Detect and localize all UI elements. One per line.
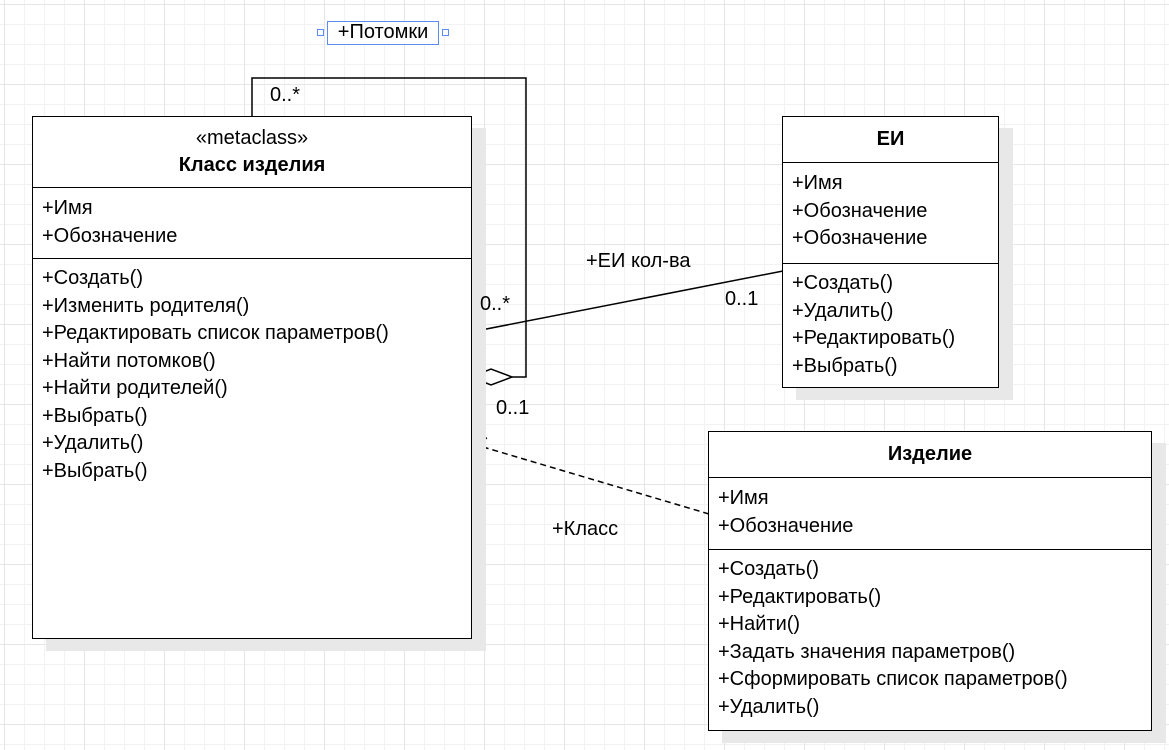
dependency-line[interactable] [472,443,710,515]
operation: +Изменить родителя() [42,294,250,317]
operation: +Найти потомков() [42,349,216,372]
operation: +Удалить() [792,299,894,322]
attribute: +Имя [42,197,93,219]
class-name: Класс изделия [178,154,326,176]
attribute: +Обозначение [718,514,854,537]
operation: +Создать() [718,558,820,580]
selection-handle-left[interactable] [317,29,324,36]
class-operations: +Создать() +Редактировать() +Найти() +За… [709,550,1151,721]
operation: +Удалить() [42,432,144,454]
operation: +Создать() [42,267,144,289]
class-product[interactable]: Изделие +Имя +Обозначение +Создать() +Ре… [708,431,1152,731]
class-header: «metaclass» Класс изделия [33,117,471,188]
role-label-text: +Потомки [337,21,429,43]
class-header: ЕИ [783,117,998,163]
multiplicity-label: 0..* [480,293,511,315]
class-name: ЕИ [876,127,905,150]
multiplicity-label: 0..1 [496,397,530,419]
class-stereotype: «metaclass» [195,126,309,149]
aggregation-diamond [468,368,515,386]
class-operations: +Создать() +Изменить родителя() +Редакти… [33,259,471,485]
attribute: +Имя [718,487,769,509]
attribute: +Обозначение [792,227,928,249]
attribute: +Имя [792,172,843,194]
multiplicity-label: 0..* [270,84,301,106]
operation: +Выбрать() [42,459,148,482]
operation: +Создать() [792,272,894,294]
operation: +Редактировать() [792,327,956,349]
ei-association-line[interactable] [470,270,784,333]
multiplicity-label: 0..1 [725,288,759,310]
operation: +Найти() [718,613,801,635]
operation: +Сформировать список параметров() [718,668,1068,690]
attribute: +Обозначение [42,224,178,247]
class-name: Изделие [887,442,973,465]
role-label: +Класс [552,518,619,540]
role-label: +ЕИ кол-ва [586,250,691,272]
role-label-descendants[interactable]: +Потомки [327,21,439,45]
operation: +Выбрать() [792,354,898,377]
attribute: +Обозначение [792,199,928,222]
class-operations: +Создать() +Удалить() +Редактировать() +… [783,264,998,380]
class-header: Изделие [709,432,1151,478]
operation: +Редактировать список параметров() [42,322,389,344]
class-attributes: +Имя +Обозначение +Обозначение [783,163,998,264]
class-ei[interactable]: ЕИ +Имя +Обозначение +Обозначение +Созда… [782,116,999,388]
class-metaclass[interactable]: «metaclass» Класс изделия +Имя +Обозначе… [32,116,472,639]
operation: +Найти родителей() [42,377,228,399]
operation: +Задать значения параметров() [718,640,1016,663]
class-attributes: +Имя +Обозначение [709,478,1151,550]
dependency-arrowhead [471,437,488,456]
operation: +Удалить() [718,695,820,718]
operation: +Редактировать() [718,585,882,608]
operation: +Выбрать() [42,404,148,427]
class-attributes: +Имя +Обозначение [33,188,471,259]
selection-handle-right[interactable] [442,29,449,36]
self-association-line[interactable] [251,77,527,378]
